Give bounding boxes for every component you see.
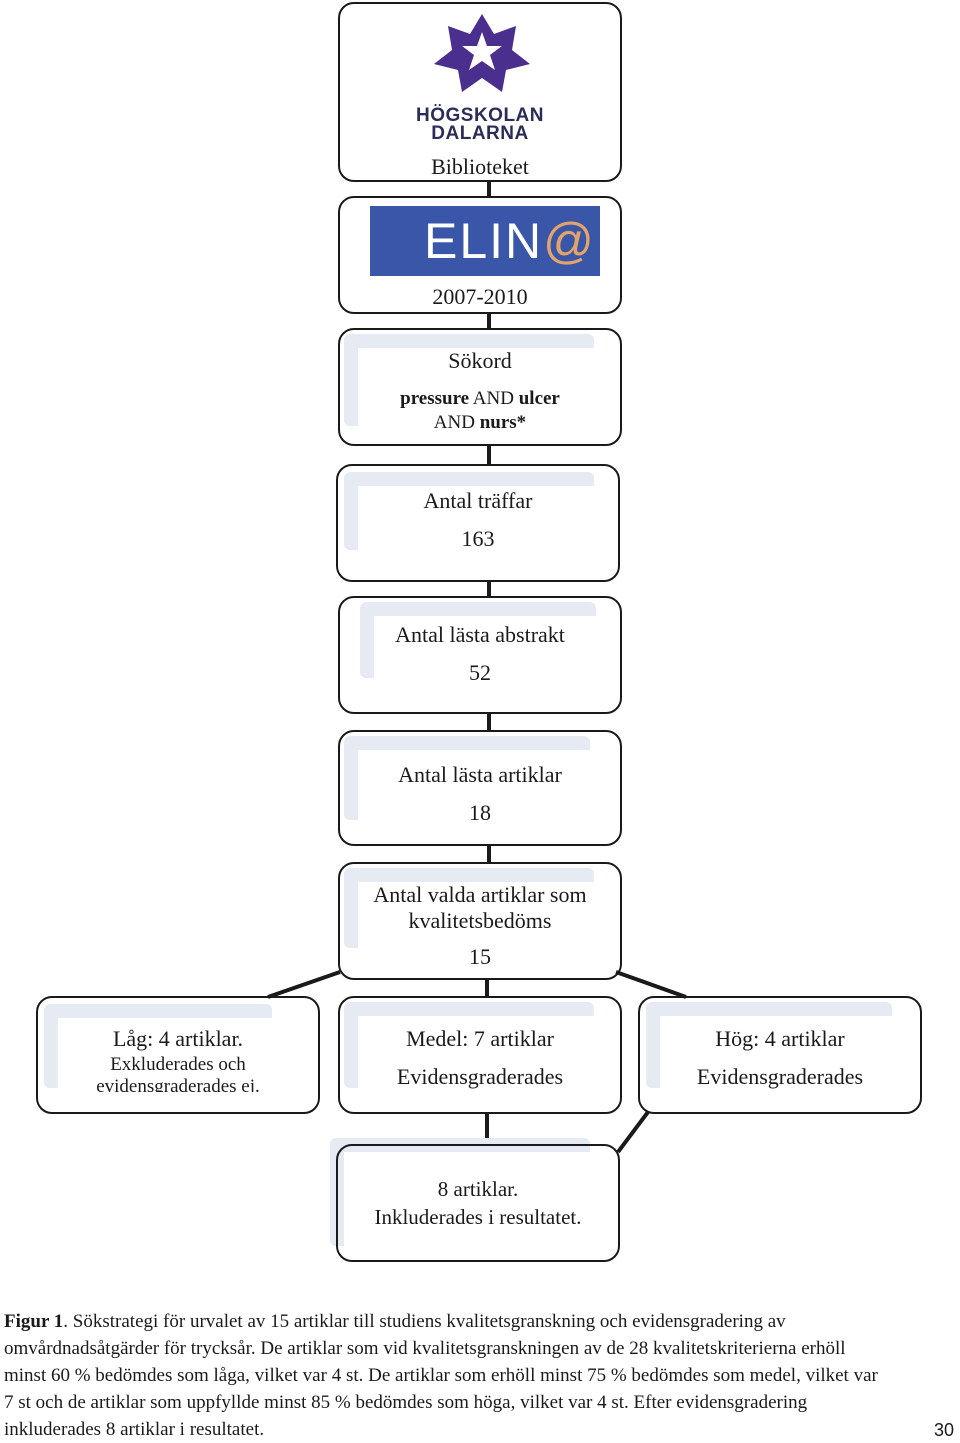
library-box: HÖGSKOLAN DALARNA Biblioteket	[338, 2, 622, 182]
branch-line-high-to-result	[616, 1110, 650, 1154]
hogskolan-dalarna-logo-icon	[434, 14, 530, 92]
search-terms-line1: pressure AND ulcer	[340, 388, 620, 410]
selected-value: 15	[469, 944, 491, 969]
high-grade-box: Hög: 4 artiklar Evidensgraderades	[638, 996, 922, 1114]
branch-line-low	[267, 970, 341, 999]
library-label: Biblioteket	[431, 154, 529, 179]
hits-box: Antal träffar 163	[336, 464, 620, 582]
medium-grade-line1: Medel: 7 artiklar	[406, 1026, 554, 1051]
connector-line	[487, 712, 491, 732]
low-grade-line3: evidensgraderades ej.	[96, 1076, 260, 1092]
search-operator-and: AND	[472, 388, 514, 409]
connector-line	[487, 580, 491, 598]
figure-caption: Figur 1. Sökstrategi för urvalet av 15 a…	[4, 1308, 884, 1443]
logo-text-line2: DALARNA	[431, 123, 529, 144]
result-line1: 8 artiklar.	[437, 1177, 519, 1201]
database-years: 2007-2010	[432, 284, 528, 309]
articles-read-value: 18	[469, 800, 491, 825]
selected-label-line1: Antal valda artiklar som	[373, 882, 587, 907]
result-box: 8 artiklar. Inkluderades i resultatet.	[336, 1144, 620, 1262]
search-term-pressure: pressure	[400, 388, 470, 409]
low-grade-line1: Låg: 4 artiklar.	[112, 1026, 244, 1051]
connector-line	[487, 180, 491, 198]
selected-label-line2: kvalitetsbedöms	[408, 908, 552, 933]
connector-line	[487, 844, 491, 864]
medium-grade-box: Medel: 7 artiklar Evidensgraderades	[338, 996, 622, 1114]
search-terms-title: Sökord	[448, 348, 512, 373]
logo-text-line1: HÖGSKOLAN	[416, 105, 544, 126]
branch-line-high	[615, 970, 687, 999]
selected-articles-box: Antal valda artiklar som kvalitetsbedöms…	[338, 862, 622, 980]
connector-line	[485, 978, 489, 998]
elin-logo-text: ELIN	[424, 213, 544, 269]
elin-logo: ELIN@	[370, 206, 600, 276]
search-terms-line2: AND nurs*	[340, 412, 620, 434]
abstracts-value: 52	[469, 660, 491, 685]
database-box: ELIN@ 2007-2010	[338, 196, 622, 314]
high-grade-line2: Evidensgraderades	[696, 1064, 864, 1089]
elin-logo-at: @	[543, 213, 596, 269]
figure-caption-label: Figur 1	[4, 1311, 64, 1332]
articles-read-label: Antal lästa artiklar	[398, 762, 562, 787]
search-terms-box: Sökord pressure AND ulcer AND nurs*	[338, 328, 622, 446]
search-term-nurs: nurs*	[479, 412, 527, 433]
abstracts-label: Antal lästa abstrakt	[395, 622, 565, 647]
search-term-ulcer: ulcer	[518, 388, 560, 409]
connector-line	[487, 444, 491, 466]
high-grade-line1: Hög: 4 artiklar	[715, 1026, 845, 1051]
abstracts-box: Antal lästa abstrakt 52	[338, 596, 622, 714]
articles-read-box: Antal lästa artiklar 18	[338, 730, 622, 846]
result-line2: Inkluderades i resultatet.	[374, 1205, 582, 1229]
low-grade-box: Låg: 4 artiklar. Exkluderades och eviden…	[36, 996, 320, 1114]
hits-value: 163	[461, 526, 495, 551]
low-grade-line2: Exkluderades och	[110, 1054, 246, 1075]
medium-grade-line2: Evidensgraderades	[396, 1064, 564, 1089]
hits-label: Antal träffar	[423, 488, 533, 513]
search-operator-and: AND	[433, 412, 475, 433]
page-number: 30	[933, 1420, 954, 1440]
figure-caption-text: . Sökstrategi för urvalet av 15 artiklar…	[4, 1311, 878, 1440]
connector-line	[485, 1112, 489, 1146]
connector-line	[487, 312, 491, 330]
